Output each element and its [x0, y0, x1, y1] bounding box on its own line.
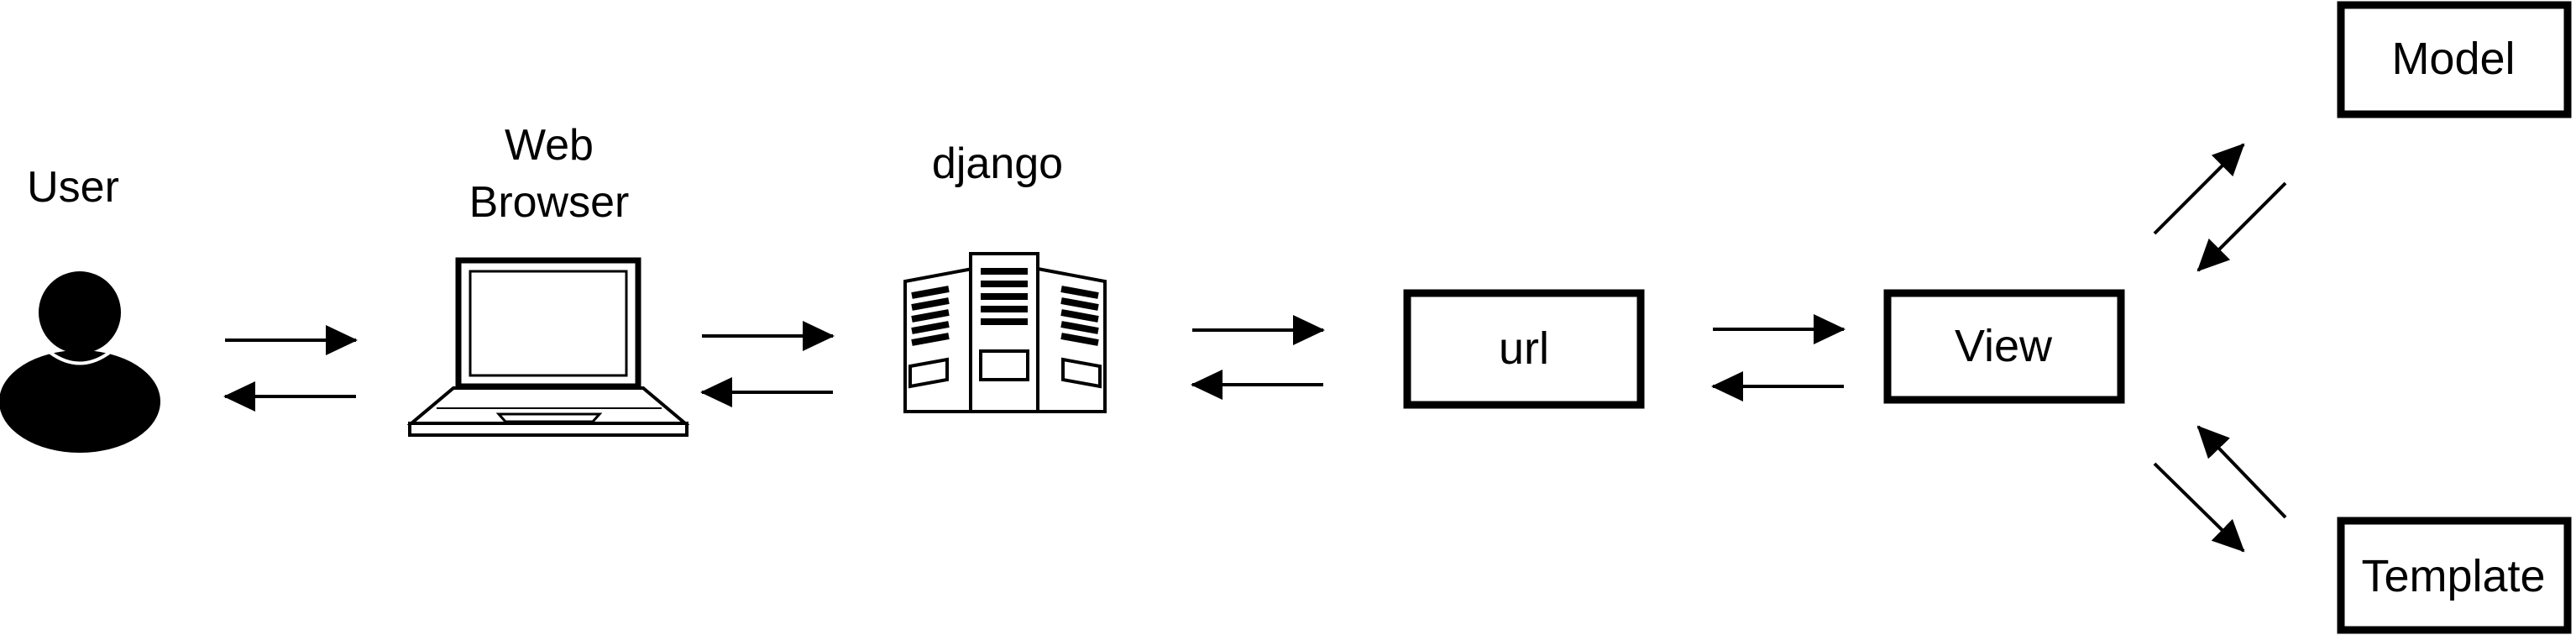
arrow-view-to-model	[2153, 143, 2245, 235]
url-box-label: url	[1499, 323, 1549, 374]
model-box-label: Model	[2391, 34, 2515, 84]
browser-label-line1: Web	[505, 121, 594, 170]
arrow-view-to-template	[2153, 462, 2245, 553]
django-label: django	[932, 139, 1063, 188]
arrow-template-to-view	[2196, 425, 2287, 519]
user-label: User	[27, 163, 119, 212]
model-box: Model	[2337, 1, 2572, 118]
template-box: Template	[2337, 517, 2572, 634]
template-box-label: Template	[2361, 551, 2545, 601]
url-box: url	[1403, 289, 1645, 409]
user-icon	[0, 271, 160, 453]
server-icon	[903, 252, 1107, 413]
browser-label-line2: Browser	[469, 178, 630, 227]
laptop-icon	[406, 257, 690, 437]
view-box-label: View	[1955, 321, 2053, 371]
view-box: View	[1883, 289, 2125, 404]
arrow-model-to-view	[2196, 181, 2287, 272]
